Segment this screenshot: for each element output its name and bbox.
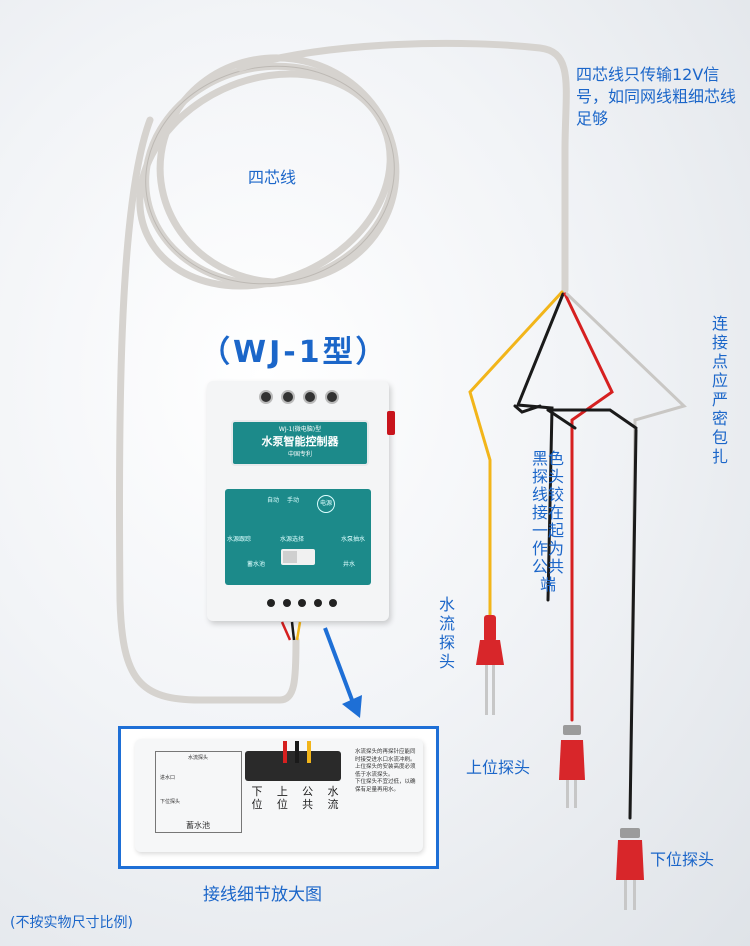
terminal-hole <box>313 599 322 607</box>
scale-footnote: (不按实物尺寸比例) <box>10 915 133 931</box>
terminal-lower: 下位 <box>251 785 263 811</box>
note-item: 水流探头的再探针应能同时接受进水口水流冲刷。 <box>355 749 416 763</box>
model-title: （WJ-1型） <box>200 335 389 370</box>
common-note: 黑色探头线铰接在一起作为公共端 <box>531 449 564 594</box>
junction-note: 连接点应严密包扎 <box>711 314 728 466</box>
terminal-upper: 上位 <box>276 785 288 811</box>
patent-text: 中国专利 <box>287 451 312 458</box>
terminal-common: 公共 <box>302 785 314 811</box>
upper-probe-label: 上位探头 <box>466 758 531 777</box>
install-notes: 水流探头的再探针应能同时接受进水口水流冲刷。 上位探头的安装高度必须低于水流探头… <box>355 749 417 841</box>
pump-water-label: 水泵抽水 <box>341 536 366 543</box>
controller-wires <box>280 621 302 641</box>
wire-black <box>295 741 299 763</box>
signal-note: 四芯线只传输12V信号，如同网线粗细芯线足够 <box>576 65 737 128</box>
well-label: 井水 <box>343 561 356 568</box>
tank-label: 蓄水池 <box>247 561 266 568</box>
wire-yellow <box>307 741 311 763</box>
note-item: 上位探头的安装高度必须低于水流探头。 <box>355 764 416 778</box>
terminal-hole <box>298 599 306 607</box>
diagram-flow-probe: 水流探头 <box>188 755 209 761</box>
zoom-controller-body: 水流探头 进水口 下位探头 蓄水池 下位 上位 公共 水流 水流探头的再探针应能… <box>135 739 423 852</box>
terminal-flow: 水流 <box>327 785 339 811</box>
diagram-lower-probe: 下位探头 <box>160 799 181 805</box>
cable-top-run <box>236 39 570 294</box>
source-select-label: 水源选择 <box>280 536 305 543</box>
auto-label: 自动 <box>267 497 280 504</box>
four-core-label: 四芯线 <box>248 168 297 187</box>
zoom-caption: 接线细节放大图 <box>203 885 322 905</box>
splay-wires <box>468 290 687 820</box>
pump-controller: WJ-1(微电脑)型 水泵智能控制器 中国专利 自动 手动 电源 水源跟踪 水源… <box>207 381 395 621</box>
led-indicator <box>259 390 273 404</box>
terminal-holes <box>267 599 337 611</box>
lower-probe-label: 下位探头 <box>650 850 715 869</box>
terminal-block <box>245 751 341 781</box>
diagram-tank: 蓄水池 <box>186 821 210 830</box>
flow-probe <box>476 615 504 715</box>
wire-red <box>283 741 287 763</box>
diagram-inlet: 进水口 <box>160 775 176 781</box>
terminal-hole <box>267 599 275 607</box>
upper-probe <box>559 725 585 808</box>
led-indicator <box>303 390 317 404</box>
switch-knob <box>283 551 297 563</box>
led-indicator <box>325 390 339 404</box>
model-line: WJ-1(微电脑)型 <box>278 426 322 433</box>
source-tracking-label: 水源跟踪 <box>227 536 252 543</box>
zoom-detail-frame: 水流探头 进水口 下位探头 蓄水池 下位 上位 公共 水流 水流探头的再探针应能… <box>118 726 439 869</box>
controller-title: 水泵智能控制器 <box>261 435 339 448</box>
install-diagram: 水流探头 进水口 下位探头 蓄水池 <box>155 751 242 833</box>
terminal-hole <box>282 599 291 607</box>
power-badge: 电源 <box>317 495 335 513</box>
power-switch[interactable] <box>387 411 395 435</box>
terminal-hole <box>329 599 337 607</box>
note-item: 下位探头不宜过低，以确保有足量再用水。 <box>355 779 416 793</box>
manual-label: 手动 <box>287 497 300 504</box>
led-indicator <box>281 390 295 404</box>
lower-probe <box>616 828 644 910</box>
control-panel: 自动 手动 电源 水源跟踪 水源选择 水泵抽水 蓄水池 井水 <box>225 489 371 585</box>
flow-probe-label: 水流探头 <box>438 595 455 671</box>
cable-left-run <box>115 116 300 704</box>
terminal-labels: 下位 上位 公共 水流 <box>247 785 343 811</box>
zoom-arrow <box>323 627 362 718</box>
led-row <box>259 390 339 408</box>
controller-label-panel: WJ-1(微电脑)型 水泵智能控制器 中国专利 <box>231 420 369 466</box>
source-selector-switch[interactable] <box>281 549 315 565</box>
